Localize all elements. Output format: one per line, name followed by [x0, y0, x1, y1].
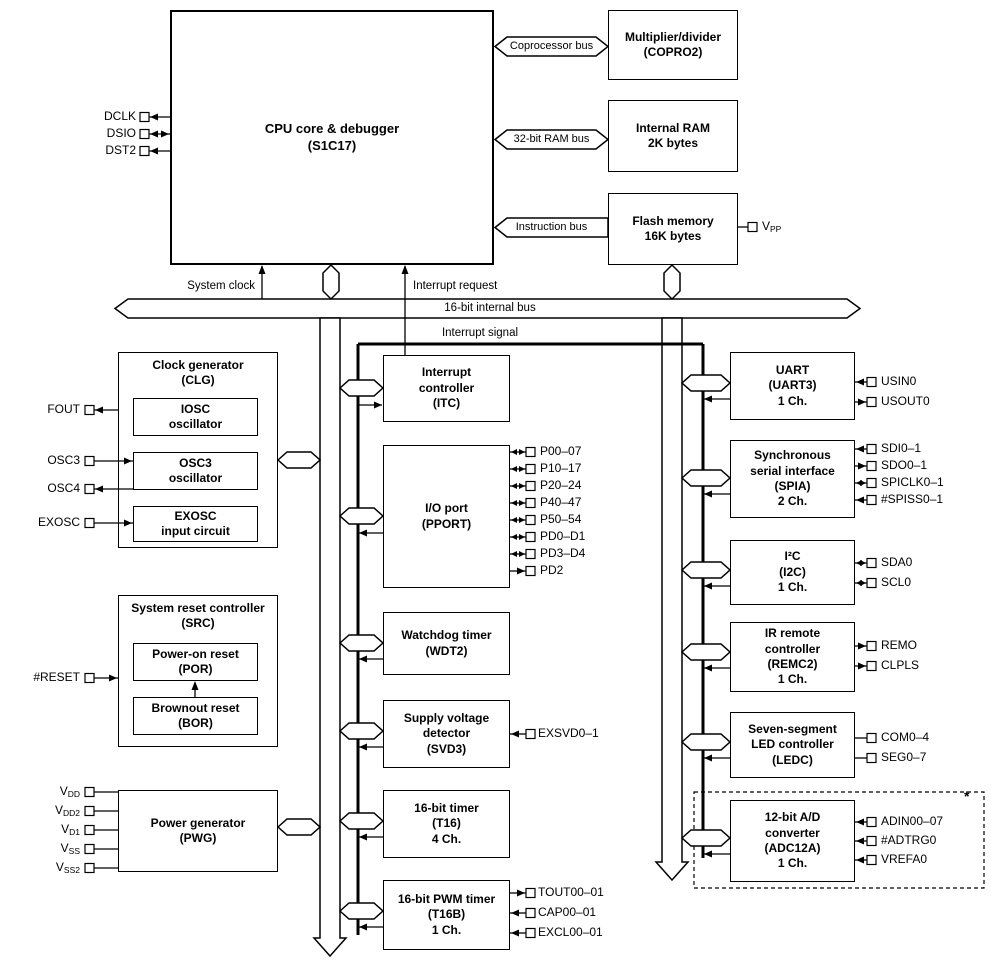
pin-label-vrefa: VREFA0 [881, 852, 928, 866]
block-copro2: Multiplier/divider (COPRO2) [608, 10, 738, 80]
pin-label-sdo: SDO0–1 [881, 458, 928, 472]
instruction-bus-label: Instruction bus [515, 221, 588, 233]
pin-label-spiss: #SPISS0–1 [881, 492, 944, 506]
pin-label-dclk: DCLK [103, 109, 136, 123]
pin-label-sda0: SDA0 [881, 555, 913, 569]
pin-label-seg: SEG0–7 [881, 750, 927, 764]
pin-label-vpp: VPP [762, 219, 782, 235]
block-flash: Flash memory 16K bytes [608, 193, 738, 265]
pin-label-cap: CAP00–01 [538, 905, 597, 919]
pin-label-sdi: SDI0–1 [881, 441, 922, 455]
block-wdt: Watchdog timer (WDT2) [383, 612, 510, 675]
pin-label-pd3-d4: PD3–D4 [540, 546, 586, 560]
block-i2c: I²C (I2C) 1 Ch. [730, 540, 855, 605]
pin-label-p20-24: P20–24 [540, 478, 582, 492]
pin-label-fout: FOUT [47, 402, 80, 416]
pin-label-dst2: DST2 [105, 143, 136, 157]
pin-label-clpls: CLPLS [881, 658, 920, 672]
block-spia: Synchronous serial interface (SPIA) 2 Ch… [730, 440, 855, 518]
pin-label-vss2: VSS2 [55, 860, 80, 876]
vertical-bus-left [312, 317, 348, 958]
pin-label-p00-07: P00–07 [540, 444, 582, 458]
flash-bus-connector [663, 263, 681, 301]
pin-label-com: COM0–4 [881, 730, 930, 744]
block-iosc: IOSC oscillator [133, 398, 258, 436]
block-exosc: EXOSC input circuit [133, 506, 258, 542]
vertical-bus-right [654, 317, 690, 882]
pin-label-usin0: USIN0 [881, 374, 917, 388]
system-clock-label: System clock [187, 280, 255, 292]
cpu-bus-connector [322, 263, 340, 301]
interrupt-request-label: Interrupt request [413, 280, 498, 292]
pin-label-vss: VSS [60, 841, 80, 857]
pin-label-osc4: OSC4 [47, 481, 80, 495]
pin-label-vd1: VD1 [61, 822, 80, 838]
pin-label-pd2: PD2 [540, 563, 564, 577]
pin-label-p40-47: P40–47 [540, 495, 582, 509]
pin-label-adtrg: #ADTRG0 [881, 833, 937, 847]
pin-label-reset: #RESET [33, 670, 80, 684]
internal-bus-label: 16-bit internal bus [444, 302, 536, 314]
block-ram: Internal RAM 2K bytes [608, 100, 738, 172]
footnote-asterisk: * [964, 788, 970, 804]
block-svd: Supply voltage detector (SVD3) [383, 700, 510, 768]
pin-label-vdd: VDD [59, 784, 80, 800]
block-por: Power-on reset (POR) [133, 643, 258, 681]
block-adc: 12-bit A/D converter (ADC12A) 1 Ch. [730, 800, 855, 882]
block-t16b: 16-bit PWM timer (T16B) 1 Ch. [383, 880, 510, 950]
pin-label-p50-54: P50–54 [540, 512, 582, 526]
pin-label-spiclk: SPICLK0–1 [881, 475, 944, 489]
ram-bus-label: 32-bit RAM bus [513, 133, 590, 145]
block-pport: I/O port (PPORT) [383, 445, 510, 588]
block-t16: 16-bit timer (T16) 4 Ch. [383, 790, 510, 858]
pin-label-osc3: OSC3 [47, 453, 80, 467]
block-ledc: Seven-segment LED controller (LEDC) [730, 712, 855, 778]
pin-label-exsvd: EXSVD0–1 [538, 726, 599, 740]
block-pwg: Power generator (PWG) [118, 790, 278, 872]
pin-label-vdd2: VDD2 [54, 803, 80, 819]
block-bor: Brownout reset (BOR) [133, 697, 258, 735]
pin-label-exosc: EXOSC [37, 515, 80, 529]
pin-label-excl: EXCL00–01 [538, 925, 603, 939]
coprocessor-bus-label: Coprocessor bus [509, 40, 594, 52]
pin-label-pd0-d1: PD0–D1 [540, 529, 586, 543]
pin-label-dsio: DSIO [106, 126, 136, 140]
pin-label-scl0: SCL0 [881, 575, 912, 589]
block-remc: IR remote controller (REMC2) 1 Ch. [730, 622, 855, 692]
pin-label-usout0: USOUT0 [881, 394, 930, 408]
pin-label-remo: REMO [881, 638, 917, 652]
pin-label-adin: ADIN00–07 [881, 814, 944, 828]
interrupt-signal-label: Interrupt signal [441, 327, 519, 339]
pin-label-p10-17: P10–17 [540, 461, 582, 475]
block-uart: UART (UART3) 1 Ch. [730, 352, 855, 420]
block-itc: Interrupt controller (ITC) [383, 355, 510, 422]
block-cpu: CPU core & debugger (S1C17) [170, 10, 494, 265]
block-osc3: OSC3 oscillator [133, 452, 258, 490]
pin-label-tout: TOUT00–01 [538, 885, 604, 899]
